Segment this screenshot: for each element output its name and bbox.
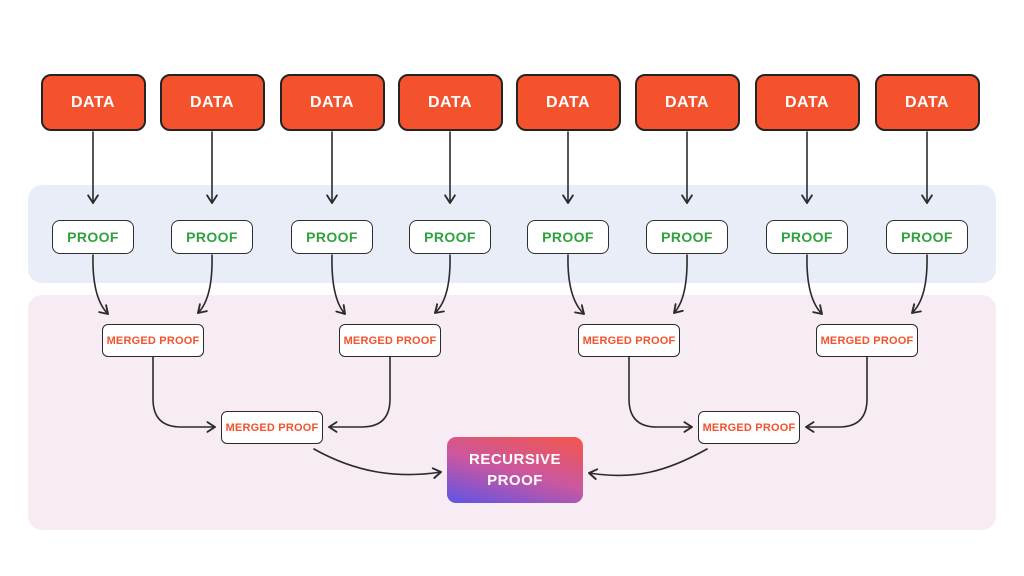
proof-node: PROOF [52,220,134,254]
proof-node: PROOF [527,220,609,254]
data-node: DATA [397,74,503,131]
merged-proof-node-level2: MERGED PROOF [698,411,800,444]
recursive-proof-node: RECURSIVE PROOF [447,437,583,503]
merged-proof-node-level2: MERGED PROOF [221,411,323,444]
recursive-proof-label-line2: PROOF [487,472,543,489]
proof-node: PROOF [646,220,728,254]
proof-node: PROOF [171,220,253,254]
proof-node: PROOF [291,220,373,254]
data-node: DATA [874,74,980,131]
proof-node: PROOF [766,220,848,254]
merged-proof-node-level1: MERGED PROOF [578,324,680,357]
data-node: DATA [634,74,740,131]
proof-node: PROOF [886,220,968,254]
merged-proof-node-level1: MERGED PROOF [339,324,441,357]
data-node: DATA [754,74,860,131]
recursive-proof-label-line1: RECURSIVE [468,451,562,468]
data-node: DATA [159,74,265,131]
data-node: DATA [279,74,385,131]
merged-proof-node-level1: MERGED PROOF [102,324,204,357]
data-node: DATA [515,74,621,131]
proof-node: PROOF [409,220,491,254]
data-node: DATA [40,74,146,131]
merged-proof-node-level1: MERGED PROOF [816,324,918,357]
